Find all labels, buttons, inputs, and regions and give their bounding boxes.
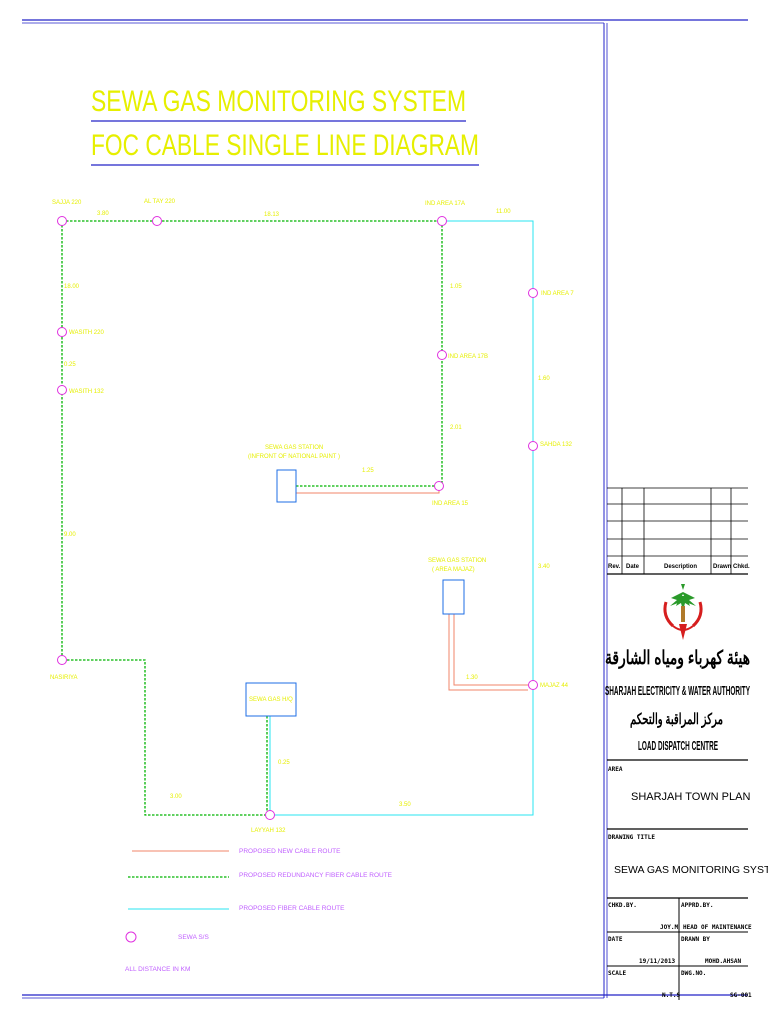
sewa-logo — [663, 584, 703, 640]
apprd-by-label: APPRD.BY. — [681, 902, 714, 909]
dwg-no-label: DWG.NO. — [681, 970, 706, 977]
title-block: Rev. Date Description Drawn Chkd. هيئة ك… — [605, 487, 768, 1000]
substation-wasith-132 — [57, 385, 67, 395]
dist-wasith220-wasith132: 0.25 — [64, 362, 76, 368]
dist-ind17a-ind17b: 1.05 — [450, 284, 462, 290]
dist-nasiriya-layyah: 3.00 — [170, 794, 182, 800]
area-label: AREA — [608, 766, 623, 773]
label-station-national-paint-2: (INFRONT OF NATIONAL PAINT ) — [248, 454, 340, 460]
org-name-english: SHARJAH ELECTRICITY & WATER AUTHORITY — [605, 683, 750, 698]
fiber-cable-routes — [269, 220, 534, 816]
scale-label: SCALE — [608, 970, 626, 977]
label-majaz: MAJAZ 44 — [540, 683, 569, 689]
dwg-no-value: SG-001 — [730, 992, 752, 999]
dist-sajja-wasith220: 18.00 — [64, 284, 80, 290]
label-station-hq: SEWA GAS H/Q — [249, 697, 293, 703]
dist-station2-majaz: 1.30 — [466, 675, 478, 681]
label-wasith-132: WASITH 132 — [69, 389, 104, 395]
label-ind-area-7: IND AREA 7 — [541, 291, 574, 297]
label-station-majaz-2: ( AREA MAJAZ) — [432, 567, 475, 573]
date-label: DATE — [608, 936, 623, 943]
legend-new-cable: PROPOSED NEW CABLE ROUTE — [239, 848, 341, 855]
substation-ind-area-7 — [528, 288, 538, 298]
gas-station-majaz-box — [442, 579, 465, 615]
substation-ind-area-17a — [437, 216, 447, 226]
legend-fiber: PROPOSED FIBER CABLE ROUTE — [239, 905, 345, 912]
substation-majaz — [528, 680, 538, 690]
dist-ind7-sahda: 1.60 — [538, 376, 550, 382]
scale-value: N.T.S — [662, 992, 680, 999]
dist-altay-ind17a: 18.13 — [264, 212, 280, 218]
substation-ind-area-17b — [437, 350, 447, 360]
dist-sajja-altay: 3.80 — [97, 211, 109, 217]
label-wasith-220: WASITH 220 — [69, 330, 104, 336]
dist-station1-ind15: 1.25 — [362, 468, 374, 474]
area-value: SHARJAH TOWN PLAN — [631, 791, 750, 803]
label-layyah: LAYYAH 132 — [251, 828, 286, 834]
gas-station-national-paint-box — [276, 469, 297, 503]
legend-sewa-ss: SEWA S/S — [178, 934, 209, 941]
centre-name-arabic: مركز المراقبة والتحكم — [630, 711, 723, 728]
substation-sahda — [528, 441, 538, 451]
gas-station-hq-box — [245, 682, 297, 717]
title-line-1: SEWA GAS MONITORING SYSTEM — [91, 85, 466, 118]
label-station-majaz-1: SEWA GAS STATION — [428, 558, 486, 564]
centre-name-english: LOAD DISPATCH CENTRE — [638, 738, 718, 753]
title-line-2: FOC CABLE SINGLE LINE DIAGRAM — [91, 129, 479, 162]
label-al-tay: AL TAY 220 — [144, 199, 176, 205]
drawn-by-label: DRAWN BY — [681, 936, 710, 943]
label-ind-area-15: IND AREA 15 — [432, 501, 469, 507]
label-ind-area-17a: IND AREA 17A — [425, 201, 465, 207]
dist-layyah-majaz: 3.50 — [399, 802, 411, 808]
substation-ind-area-15 — [434, 481, 444, 491]
sheet-frame — [22, 19, 748, 999]
dist-ind17b-ind15: 2.01 — [450, 425, 462, 431]
apprd-by-value: HEAD OF MAINTENANCE — [683, 924, 752, 931]
label-sajja: SAJJA 220 — [52, 200, 82, 206]
gas-station-boxes — [245, 469, 465, 717]
drawn-by-value: MOHD.AHSAN — [705, 958, 742, 965]
title-block-grid — [607, 759, 748, 1000]
rev-header: Rev. — [608, 564, 621, 570]
legend: PROPOSED NEW CABLE ROUTE PROPOSED REDUND… — [125, 848, 393, 973]
redundancy-cable-routes — [61, 220, 443, 816]
date-header: Date — [626, 564, 640, 570]
label-ind-area-17b: IND AREA 17B — [448, 354, 488, 360]
description-header: Description — [664, 564, 697, 570]
new-cable-routes — [296, 486, 528, 691]
label-sahda: SAHDA 132 — [540, 442, 573, 448]
org-name-arabic: هيئة كهرباء ومياه الشارقة — [605, 648, 750, 669]
substation-sajja — [57, 216, 67, 226]
substation-nasiriya — [57, 655, 67, 665]
drawing-title-value: SEWA GAS MONITORING SYSTEM — [614, 864, 768, 876]
dist-hq-layyah: 0.25 — [278, 760, 290, 766]
substation-al-tay — [152, 216, 162, 226]
diagram-title: SEWA GAS MONITORING SYSTEM FOC CABLE SIN… — [91, 85, 479, 166]
chkd-by-label: CHKD.BY. — [608, 902, 637, 909]
drawn-header: Drawn — [713, 564, 732, 570]
date-value: 19/11/2013 — [639, 958, 676, 965]
drawing-title-label: DRAWING TITLE — [608, 834, 655, 841]
substation-wasith-220 — [57, 327, 67, 337]
distance-labels: 3.80 18.13 11.00 18.00 0.25 9.00 1.05 2.… — [64, 209, 550, 808]
legend-substation-icon — [125, 931, 137, 943]
dist-ind17a-right: 11.00 — [496, 209, 511, 215]
chkd-header: Chkd. — [733, 564, 750, 570]
dist-sahda-majaz: 3.40 — [538, 564, 550, 570]
revision-table — [607, 487, 748, 575]
legend-redundancy: PROPOSED REDUNDANCY FIBER CABLE ROUTE — [239, 872, 393, 879]
label-nasiriya: NASIRIYA — [50, 675, 78, 681]
chkd-by-value: JOY.M — [660, 924, 678, 931]
substations — [57, 216, 538, 820]
node-labels: SAJJA 220 AL TAY 220 IND AREA 17A IND AR… — [50, 199, 574, 834]
label-station-national-paint-1: SEWA GAS STATION — [265, 445, 323, 451]
dist-wasith132-nasiriya: 9.00 — [64, 532, 76, 538]
substation-layyah — [265, 810, 275, 820]
legend-note: ALL DISTANCE IN KM — [125, 966, 190, 973]
